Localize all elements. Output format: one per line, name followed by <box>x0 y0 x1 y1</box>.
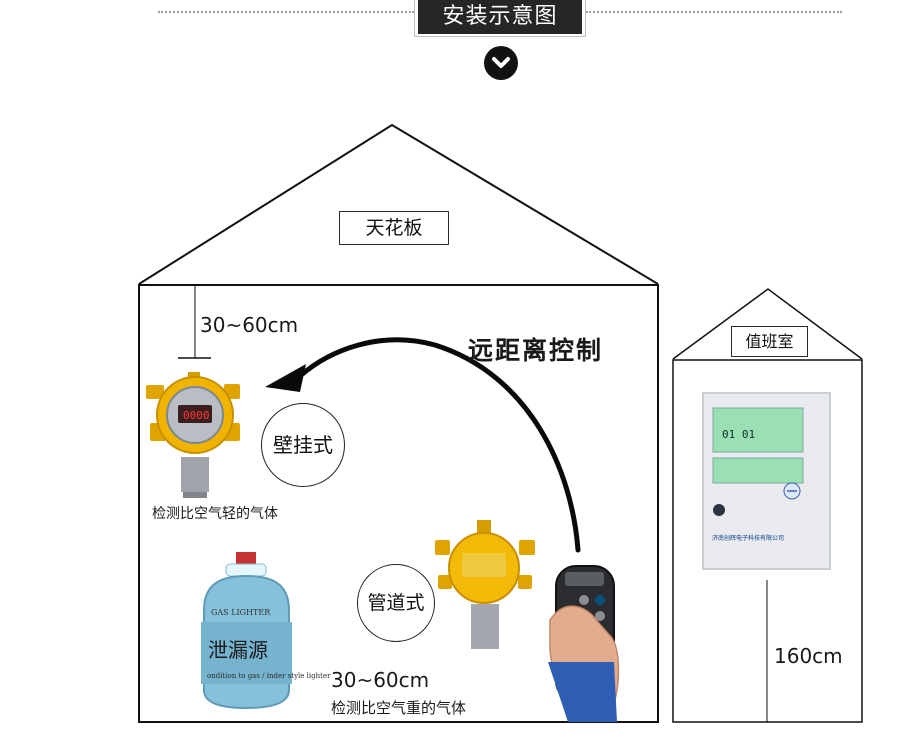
controller-company: 济南创辉电子科技有限公司 <box>712 534 784 542</box>
pipe-type-label: 管道式 <box>357 564 435 642</box>
curved-arrow-icon <box>265 337 581 553</box>
heavy-gas-label: 检测比空气重的气体 <box>331 699 467 717</box>
control-panel-device <box>702 392 831 570</box>
remote-control-label: 远距离控制 <box>468 336 604 365</box>
header-divider-right <box>586 11 842 13</box>
scroll-down-button[interactable] <box>484 46 518 80</box>
header-divider-left <box>158 11 414 13</box>
controller-display: 01 01 <box>722 428 755 441</box>
leak-source-label: 泄漏源 <box>208 638 268 662</box>
wall-mounted-detector <box>146 372 240 498</box>
top-gap-marker <box>178 286 211 359</box>
bottom-gap-label: 30~60cm <box>331 668 430 692</box>
cylinder-print-top: GAS LIGHTER <box>211 608 271 617</box>
light-gas-label: 检测比空气轻的气体 <box>152 506 278 522</box>
gas-cylinder <box>201 552 292 710</box>
hand-illustration <box>548 605 620 722</box>
height-label: 160cm <box>774 644 843 668</box>
wall-mounted-type-label: 壁挂式 <box>261 403 345 487</box>
duty-room-label: 值班室 <box>731 326 808 357</box>
chevron-down-icon <box>492 57 510 68</box>
detector-display-left: 0000 <box>183 409 210 422</box>
top-gap-label: 30~60cm <box>200 313 299 337</box>
main-house-outline <box>138 123 659 723</box>
page-title: 安装示意图 <box>414 0 586 37</box>
cylinder-print-bottom: ondition to gas / inder style lighter <box>207 672 331 680</box>
ceiling-label: 天花板 <box>339 211 449 245</box>
pipe-detector <box>435 520 535 649</box>
